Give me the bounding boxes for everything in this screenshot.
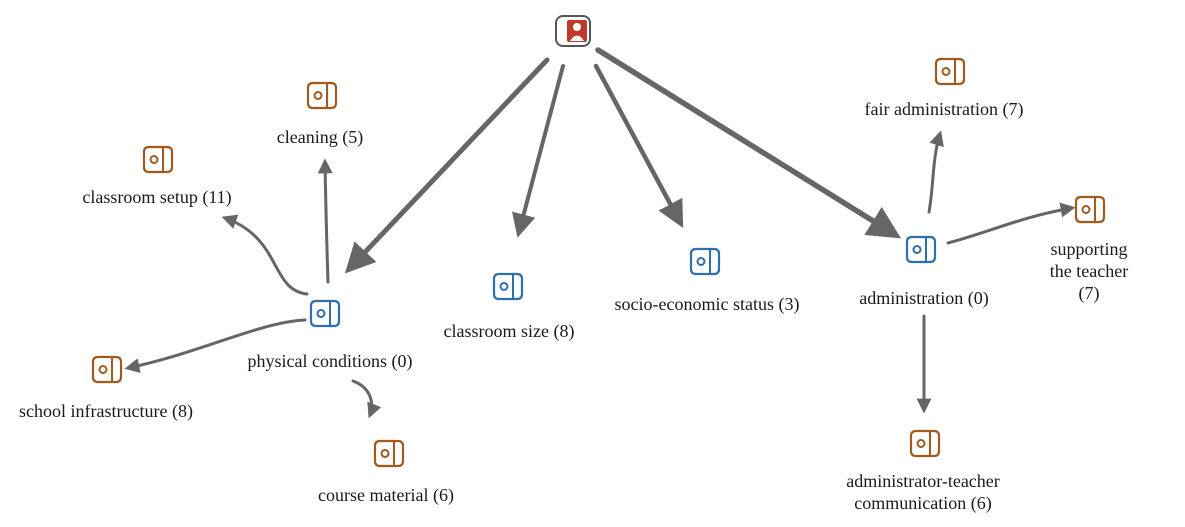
label-admin-comm-line1: administrator-teacher xyxy=(846,471,1000,491)
label-classroom-setup[interactable]: classroom setup (11) xyxy=(82,187,232,207)
label-supporting-teacher[interactable]: supporting the teacher (7) xyxy=(1041,238,1137,304)
label-supporting-teacher-line2: (7) xyxy=(1078,283,1100,303)
label-school-infrastructure[interactable]: school infrastructure (8) xyxy=(19,401,193,421)
fair-administration-node-icon[interactable] xyxy=(934,57,966,86)
edge-physical-school-infrastructure xyxy=(124,318,307,374)
edge-admin-supporting-teacher xyxy=(946,202,1076,245)
course-material-node-icon[interactable] xyxy=(373,439,405,468)
administration-node-icon[interactable] xyxy=(905,235,937,264)
supporting-teacher-node-icon[interactable] xyxy=(1074,195,1106,224)
edge-root-classroom-size xyxy=(512,64,565,238)
physical-conditions-node-icon[interactable] xyxy=(309,299,341,328)
cleaning-node-icon[interactable] xyxy=(306,81,338,110)
label-admin-teacher-communication[interactable]: administrator-teacher communication (6) xyxy=(846,470,1000,514)
label-physical-conditions[interactable]: physical conditions (0) xyxy=(247,351,413,371)
admin-teacher-communication-node-icon[interactable] xyxy=(909,429,941,458)
label-classroom-size[interactable]: classroom size (8) xyxy=(443,321,575,341)
label-admin-comm-line2: communication (6) xyxy=(854,493,992,513)
person-document-icon xyxy=(573,23,581,31)
edge-root-administration xyxy=(595,47,902,239)
classroom-setup-node-icon[interactable] xyxy=(142,145,174,174)
label-course-material[interactable]: course material (6) xyxy=(318,485,454,505)
edge-root-physical-conditions xyxy=(344,57,550,274)
label-cleaning[interactable]: cleaning (5) xyxy=(276,127,364,147)
edge-root-socio-economic xyxy=(593,63,684,228)
edge-physical-course-material xyxy=(351,379,382,419)
classroom-size-node-icon[interactable] xyxy=(492,272,524,301)
label-administration[interactable]: administration (0) xyxy=(859,288,989,308)
label-supporting-teacher-line1: supporting the teacher xyxy=(1049,239,1129,281)
edge-admin-fair-administration xyxy=(927,130,944,214)
label-fair-administration[interactable]: fair administration (7) xyxy=(864,99,1024,119)
edge-physical-cleaning xyxy=(317,158,333,284)
school-infrastructure-node-icon[interactable] xyxy=(91,355,123,384)
person-body xyxy=(570,35,584,41)
socio-economic-status-node-icon[interactable] xyxy=(689,247,721,276)
edge-physical-classroom-setup xyxy=(221,214,309,296)
root-node[interactable] xyxy=(555,15,591,47)
label-socio-economic-status[interactable]: socio-economic status (3) xyxy=(614,294,800,314)
